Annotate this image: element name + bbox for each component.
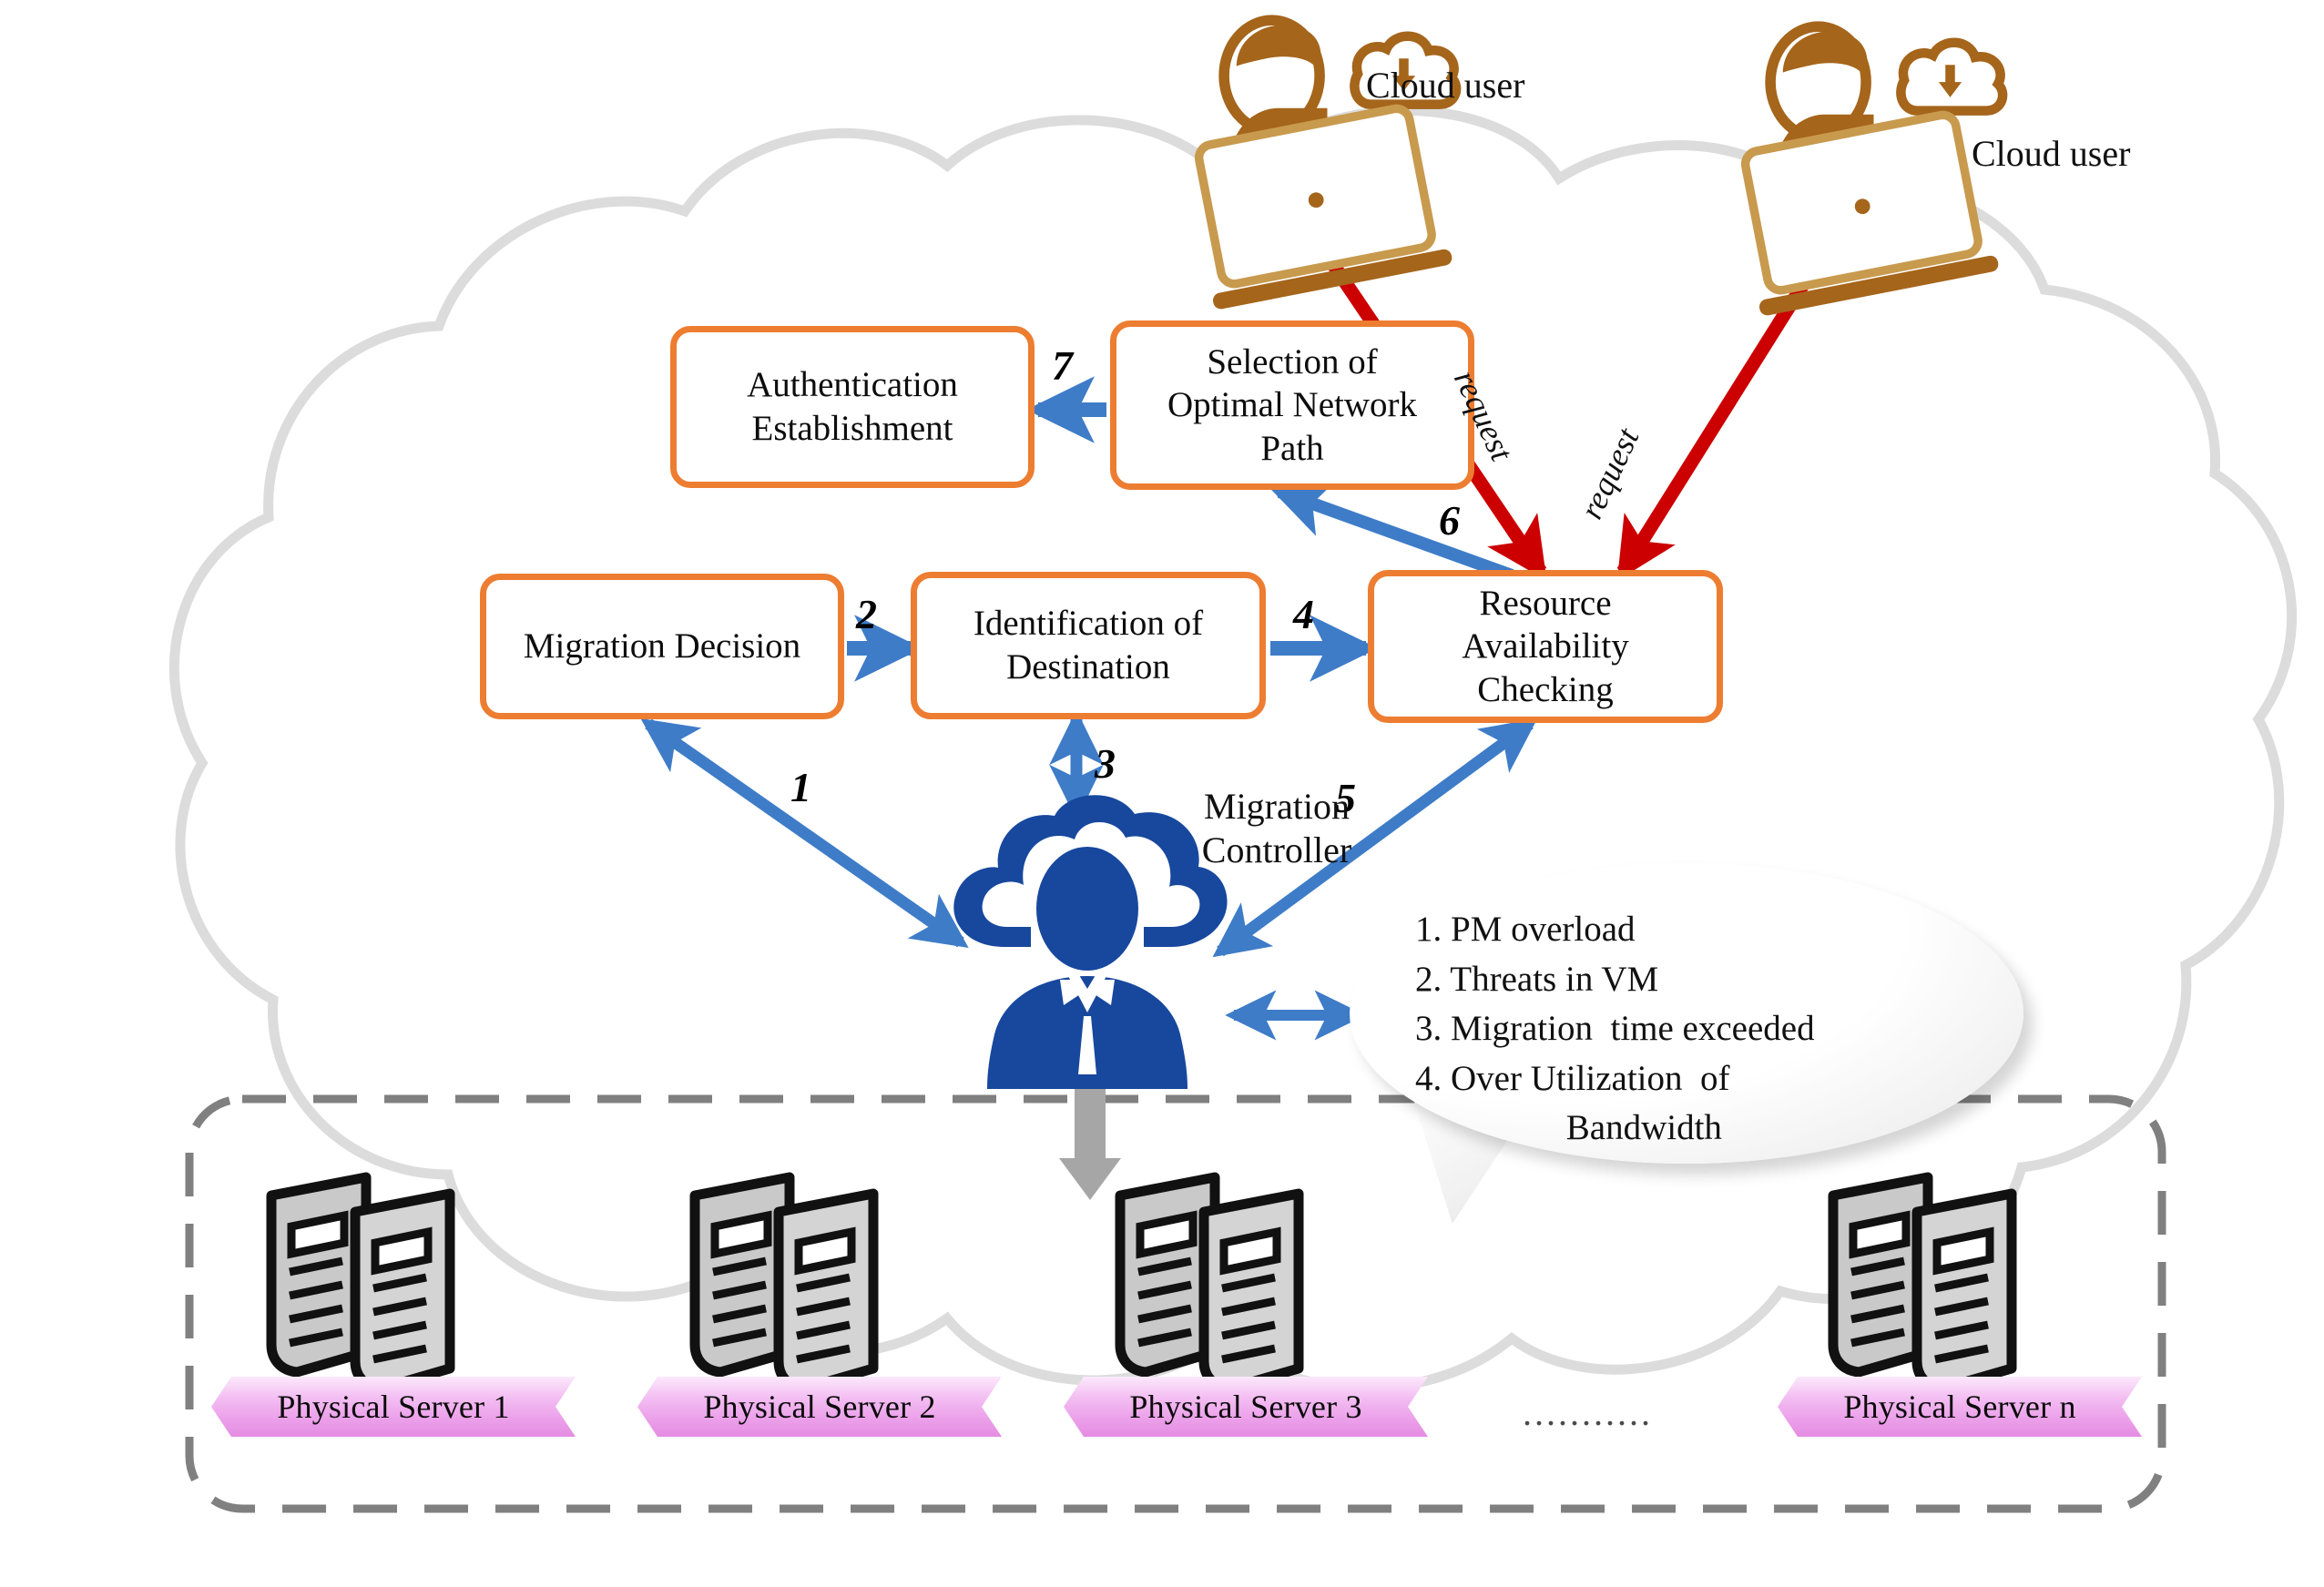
callout-item: Bandwidth [1415, 1108, 1722, 1148]
box-line: Identification of [973, 604, 1204, 644]
box-migration-decision[interactable]: Migration Decision [480, 574, 844, 719]
migration-trigger-callout: 1. PM overload 2. Threats in VM 3. Migra… [1350, 863, 2023, 1224]
box-line: Resource [1479, 583, 1612, 623]
callout-item: 4. Over Utilization of [1415, 1058, 1730, 1098]
callout-item: 3. Migration time exceeded [1415, 1009, 1815, 1049]
box-line: Optimal Network [1167, 385, 1418, 425]
server-stack-icon [689, 1172, 879, 1394]
box-selection-of-optimal-network-path[interactable]: Selection of Optimal Network Path [1110, 320, 1474, 490]
box-line: Authentication [747, 365, 958, 405]
arrow-step-5 [1212, 717, 1538, 958]
box-resource-availability-checking[interactable]: Resource Availability Checking [1368, 570, 1723, 723]
step-number-7: 7 [1052, 342, 1073, 389]
arrow-step-6 [1269, 481, 1514, 582]
callout-item: 2. Threats in VM [1415, 959, 1659, 999]
server-stack-icon [1115, 1172, 1304, 1394]
cloud-person-icon [953, 795, 1228, 1089]
box-line: Establishment [751, 409, 953, 448]
box-line: Destination [1006, 647, 1170, 687]
physical-layer-boundary [185, 1094, 2166, 1513]
step-number-3: 3 [1095, 740, 1116, 787]
server-stack-icon [1828, 1172, 2017, 1394]
cloud-user-icon [1194, 15, 1462, 310]
step-number-1: 1 [790, 764, 811, 810]
step-number-4: 4 [1293, 591, 1314, 637]
servers-ellipsis: ........... [1523, 1392, 1653, 1433]
server-label-2: Physical Server 2 [637, 1377, 1002, 1437]
server-label-3: Physical Server 3 [1064, 1377, 1428, 1437]
arrow-step-1 [640, 717, 969, 949]
box-line: Availability [1462, 626, 1629, 666]
server-stack-icon [266, 1172, 455, 1394]
controller-label-line: Controller [1201, 829, 1352, 870]
cloud-user-label: Cloud user [1972, 133, 2131, 174]
box-identification-of-destination[interactable]: Identification of Destination [911, 572, 1266, 719]
box-line: Selection of [1207, 341, 1378, 381]
box-line: Path [1260, 428, 1324, 468]
callout-list: 1. PM overload 2. Threats in VM 3. Migra… [1415, 905, 1987, 1154]
controller-label-line: Migration [1204, 786, 1350, 827]
cloud-user-label: Cloud user [1366, 65, 1525, 106]
server-label-1: Physical Server 1 [211, 1377, 576, 1437]
cloud-user-icon [1740, 21, 2008, 316]
box-authentication-establishment[interactable]: Authentication Establishment [670, 326, 1035, 488]
box-line: Checking [1477, 669, 1614, 709]
step-number-6: 6 [1439, 497, 1460, 544]
box-line: Migration Decision [523, 626, 801, 666]
step-number-2: 2 [856, 591, 877, 637]
callout-item: 1. PM overload [1415, 910, 1636, 949]
server-label-n: Physical Server n [1778, 1377, 2142, 1437]
migration-controller-label: Migration Controller [1158, 785, 1395, 872]
